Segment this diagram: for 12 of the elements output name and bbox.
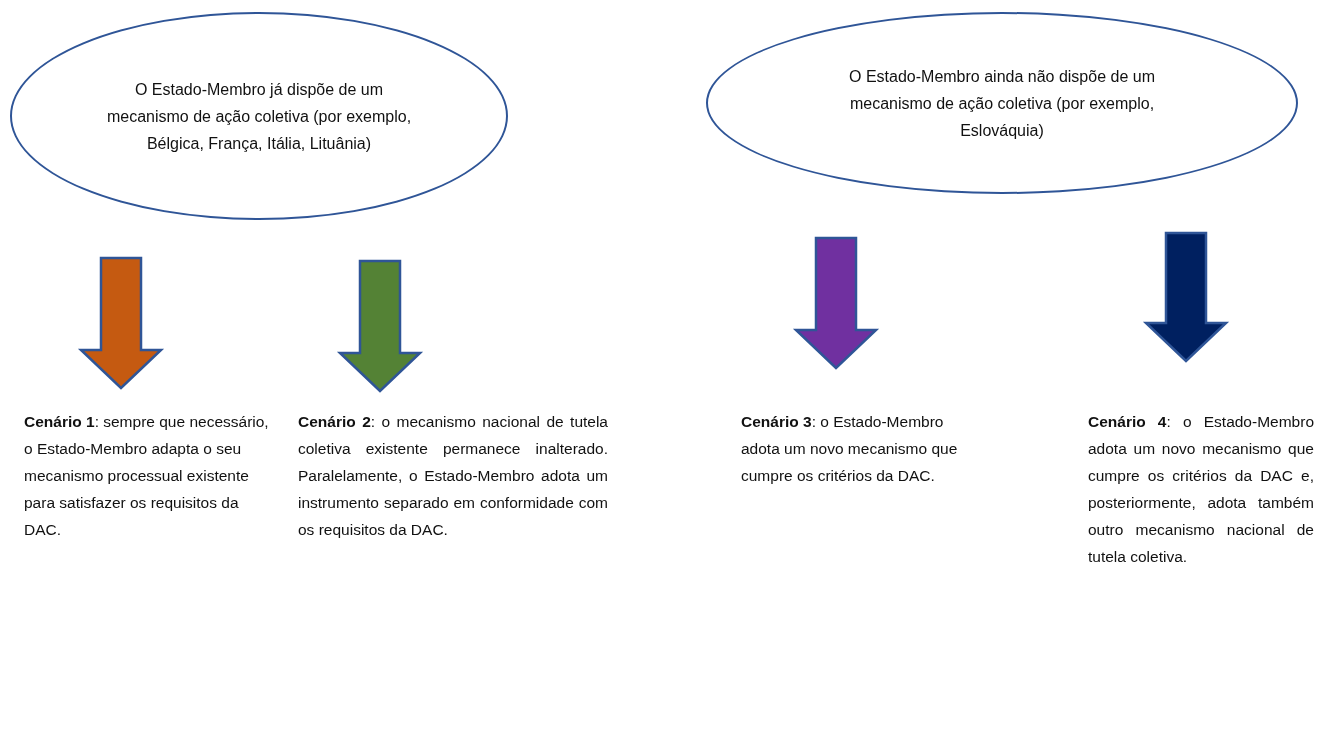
ellipse xyxy=(706,12,1298,194)
down-arrow xyxy=(336,259,424,393)
scenario-text: Cenário 2: o mecanismo nacional de tutela coletiva existente permanece inalterado. Paralelamente, o Estado-Membro adota um instrumento separado em conformidade com os requisitos da DAC. xyxy=(298,408,608,543)
ellipse-text: O Estado-Membro já dispõe de um mecanismo de ação coletiva (por exemplo, Bélgica, França, Itália, Lituânia) xyxy=(105,79,413,154)
scenario-text: Cenário 1: sempre que necessário, o Estado-Membro adapta o seu mecanismo processual existente para satisfazer os requisitos da DAC. xyxy=(24,408,276,543)
ellipse xyxy=(10,12,508,220)
down-arrow xyxy=(77,256,165,390)
down-arrow xyxy=(1142,231,1230,363)
down-arrow xyxy=(792,236,880,370)
scenario-text: Cenário 3: o Estado-Membro adota um novo mecanismo que cumpre os critérios da DAC. xyxy=(741,408,967,489)
ellipse-text: O Estado-Membro ainda não dispõe de um mecanismo de ação coletiva (por exemplo, Eslováquia) xyxy=(848,66,1156,141)
scenario-text: Cenário 4: o Estado-Membro adota um novo mecanismo que cumpre os critérios da DAC e, posteriormente, adota também outro mecanismo nacional de tutela coletiva. xyxy=(1088,408,1314,570)
